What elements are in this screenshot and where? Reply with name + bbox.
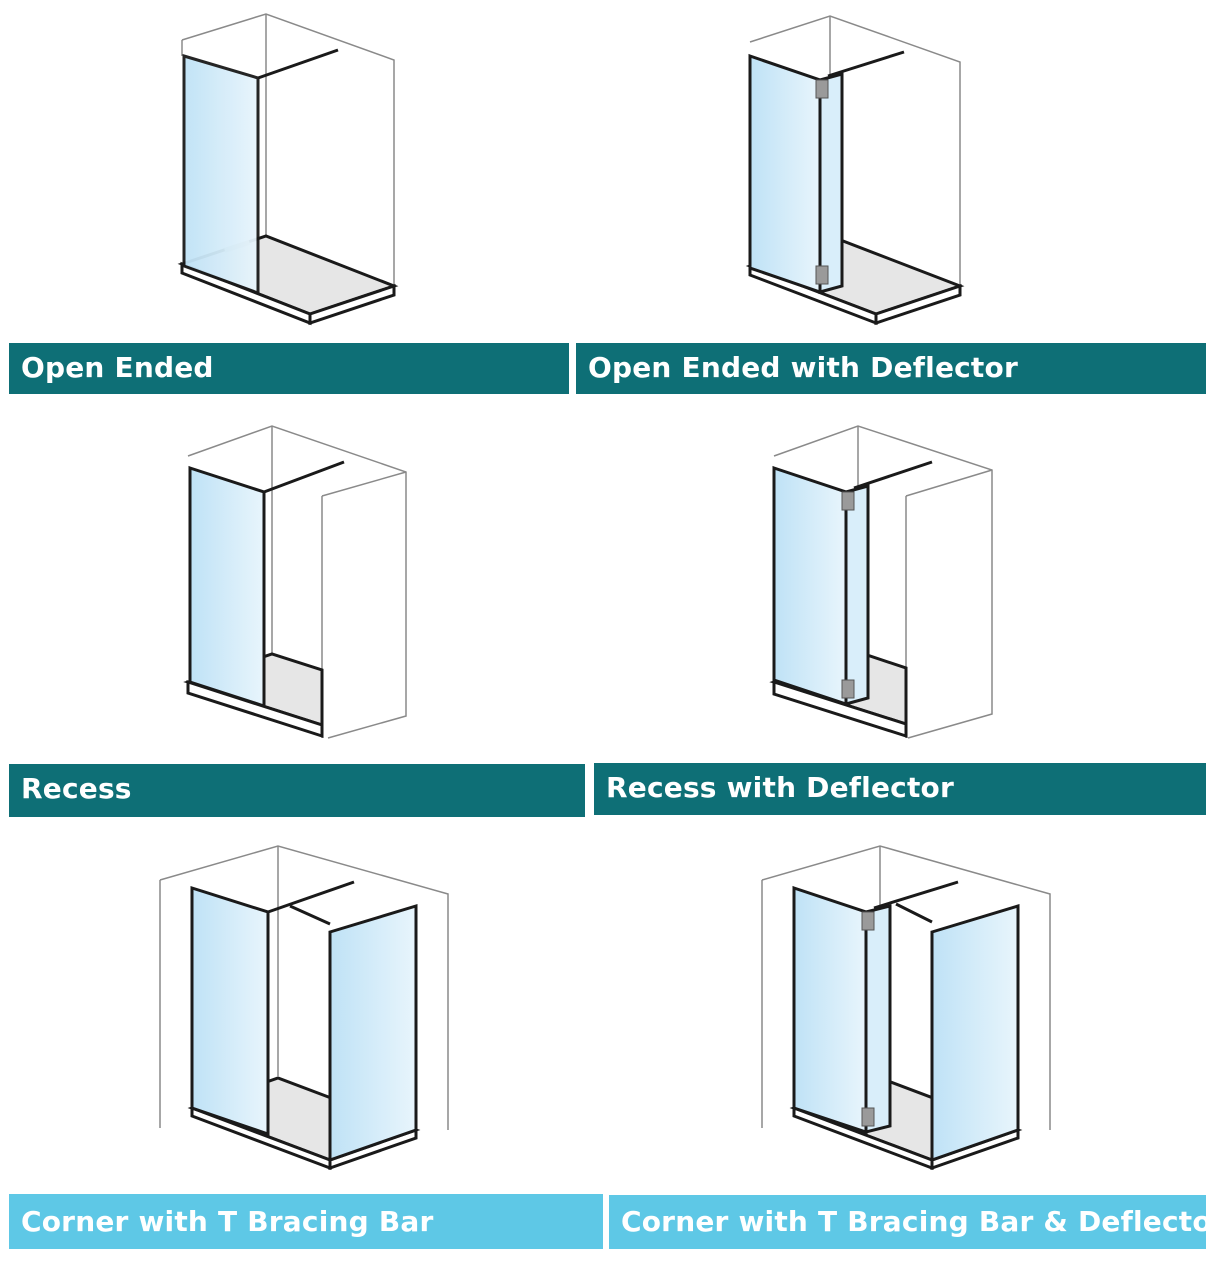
corner-t-bar-deflector-illustration — [761, 845, 1051, 1170]
recess-illustration — [183, 425, 407, 739]
open-ended-illustration — [177, 13, 399, 326]
option-label-open-ended: Open Ended — [9, 343, 569, 394]
corner-t-bar-illustration — [159, 845, 449, 1170]
option-label-recess: Recess — [9, 764, 585, 817]
option-label-open-ended-with-deflector: Open Ended with Deflector — [576, 343, 1206, 394]
open-ended-deflector-illustration — [745, 15, 965, 326]
option-label-recess-with-deflector: Recess with Deflector — [594, 763, 1206, 815]
option-label-corner-t-bracing-bar-deflector: Corner with T Bracing Bar & Deflector — [609, 1195, 1206, 1249]
option-label-corner-t-bracing-bar: Corner with T Bracing Bar — [9, 1194, 603, 1249]
recess-deflector-illustration — [769, 425, 993, 739]
